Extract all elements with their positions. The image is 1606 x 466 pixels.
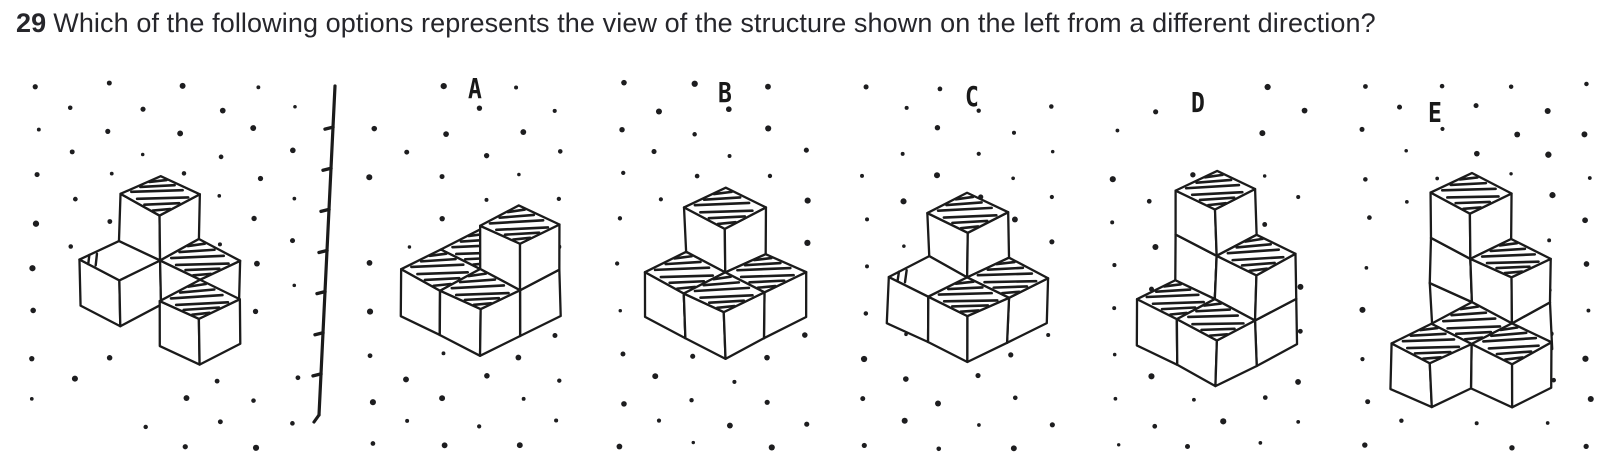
option-figure-e[interactable]: E xyxy=(1346,60,1606,460)
option-structure-drawing-b xyxy=(615,79,811,451)
reference-structure-drawing xyxy=(29,80,301,451)
option-figure-c[interactable]: C xyxy=(846,60,1096,460)
option-label-e: E xyxy=(1428,96,1442,129)
option-label-b: B xyxy=(718,76,732,109)
option-structure-drawing-d xyxy=(1109,83,1308,450)
option-label-c: C xyxy=(965,80,979,113)
divider-line xyxy=(311,84,337,424)
option-figure-d[interactable]: D xyxy=(1096,60,1346,460)
option-figure-b[interactable]: B xyxy=(600,60,846,460)
option-figure-a[interactable]: A xyxy=(352,60,600,460)
question-number: 29 xyxy=(16,8,47,38)
option-structure-drawing-a xyxy=(366,82,563,449)
option-structure-drawing-e xyxy=(1359,81,1594,451)
option-label-d: D xyxy=(1191,86,1205,119)
option-label-a: A xyxy=(468,72,482,105)
question-text: Which of the following options represent… xyxy=(53,8,1376,38)
option-structure-drawing-c xyxy=(860,84,1055,452)
reference-figure xyxy=(15,60,317,460)
